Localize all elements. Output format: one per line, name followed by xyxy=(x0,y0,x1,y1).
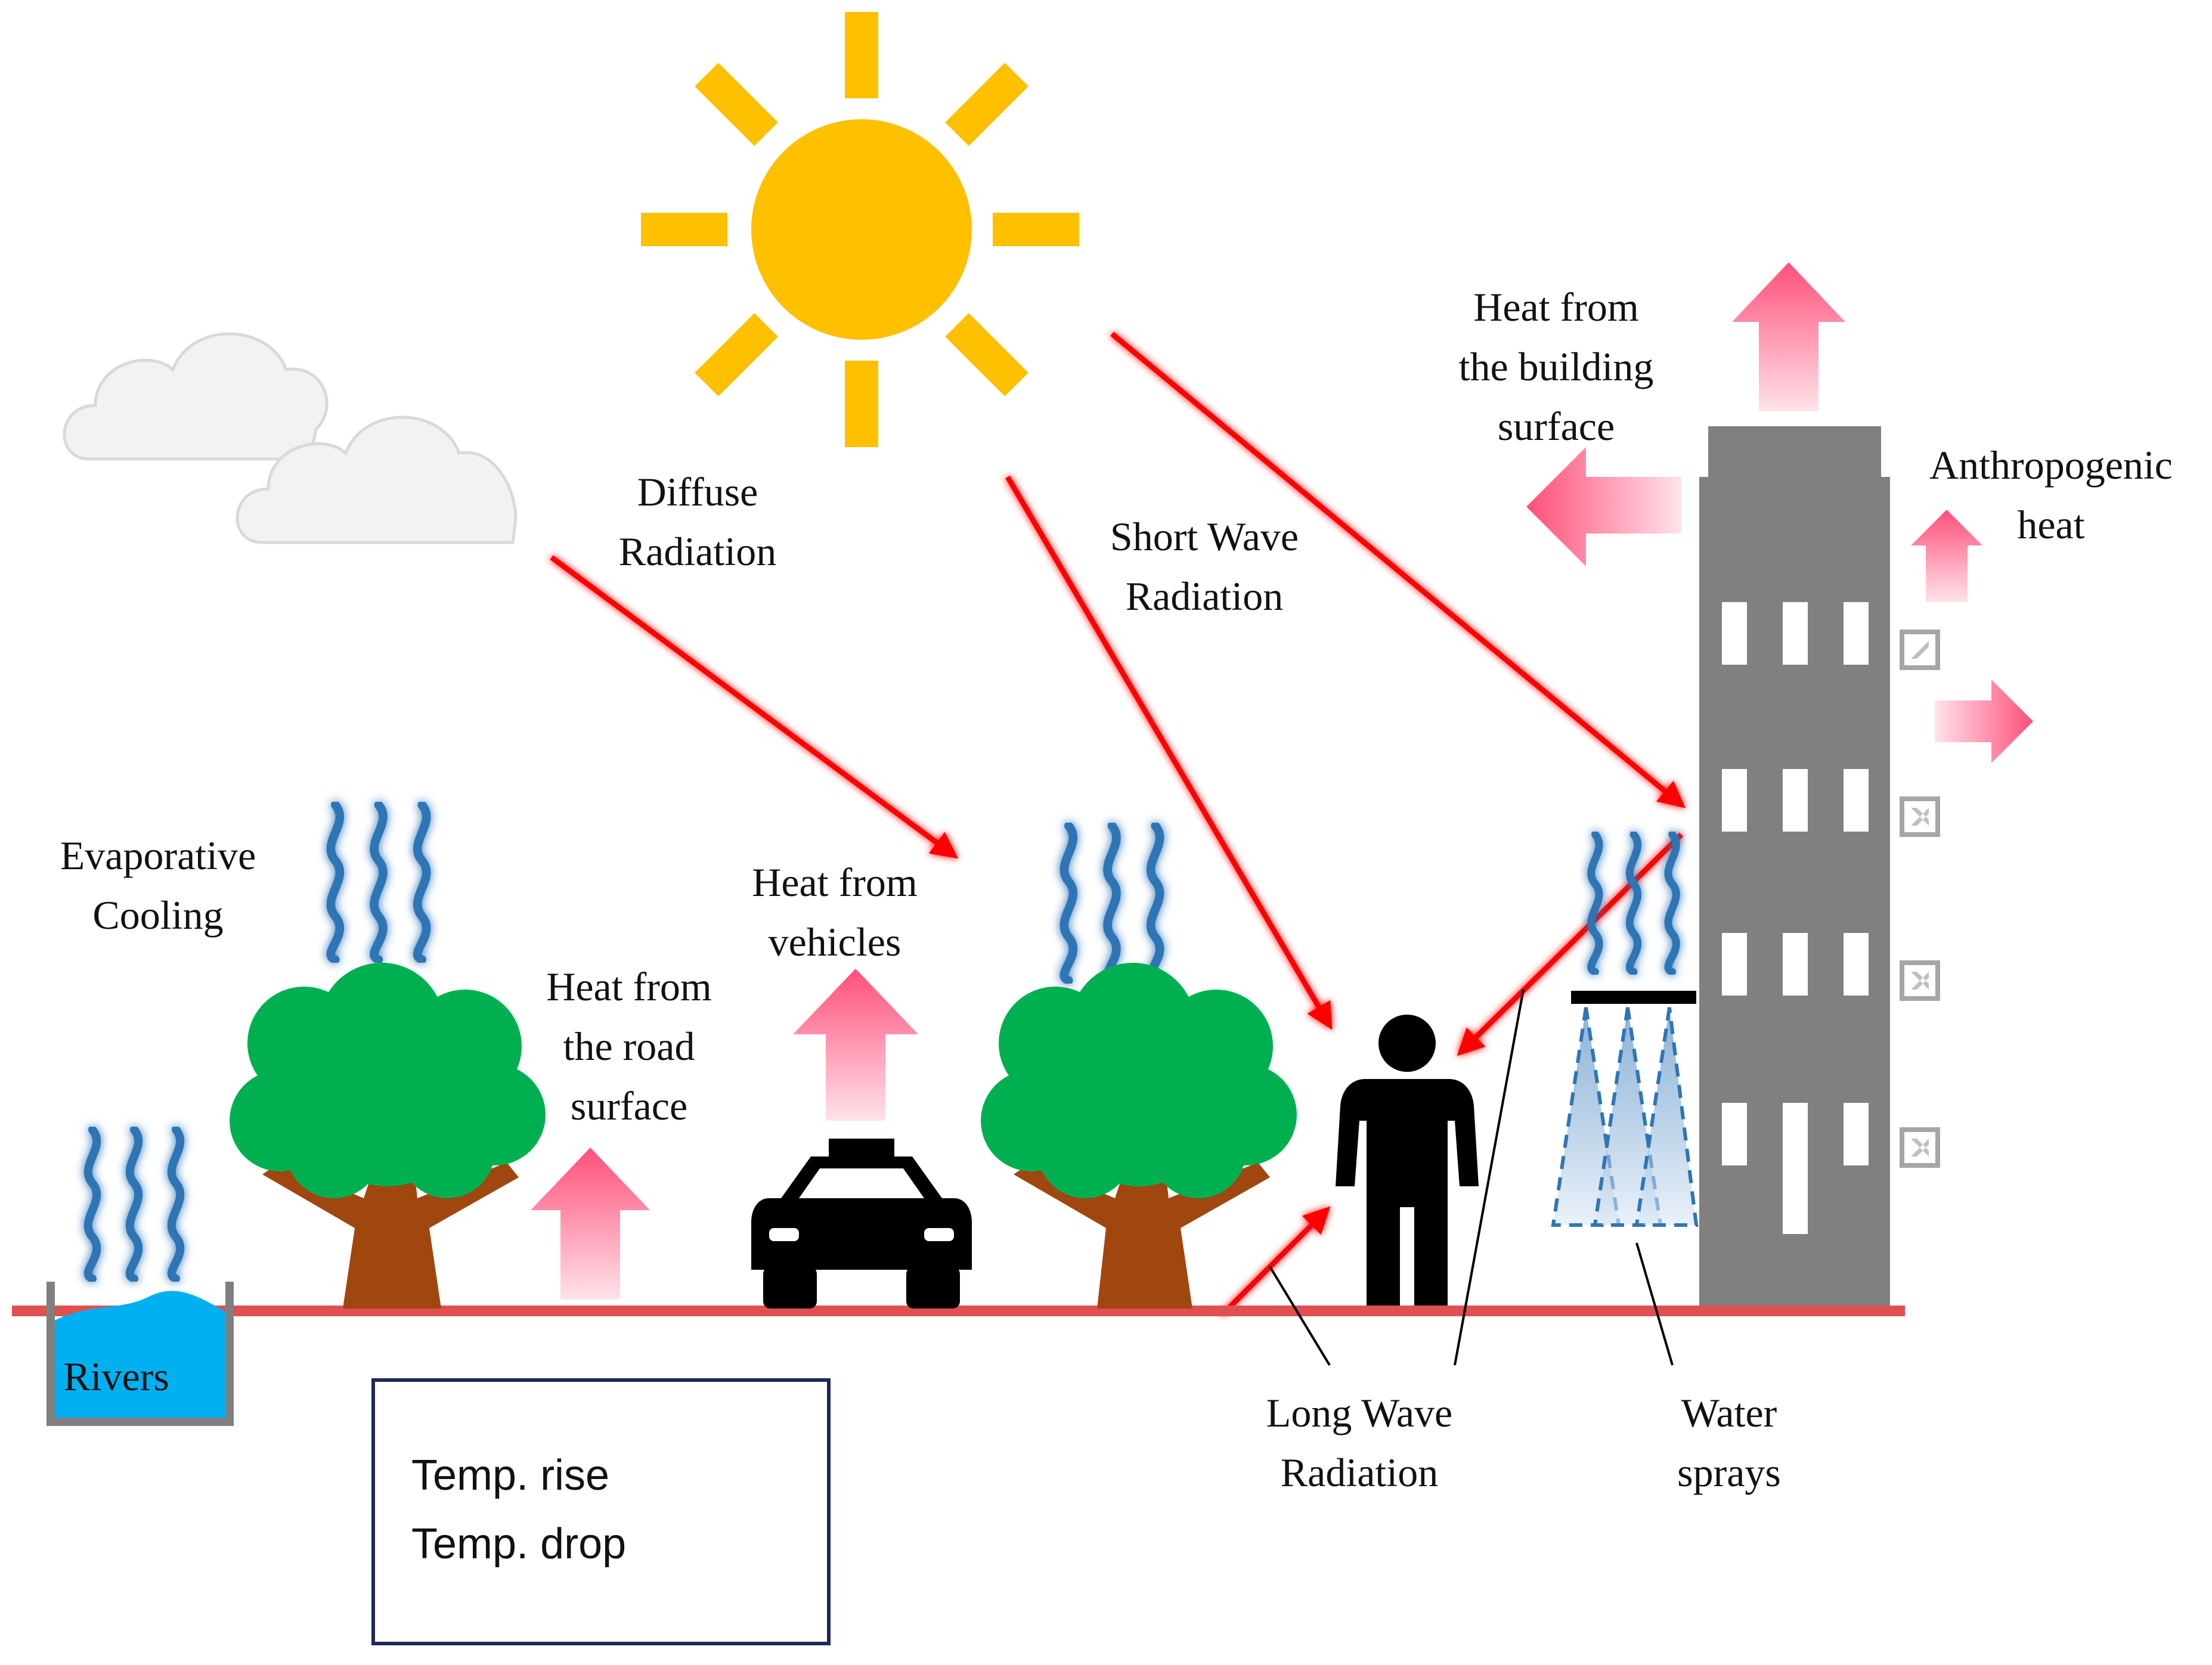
cooling-wave-icon xyxy=(331,805,426,960)
legend xyxy=(371,1378,831,1645)
long-wave-arrow-from-ground xyxy=(1220,1206,1331,1317)
tree-icon xyxy=(981,963,1297,1309)
sun-icon xyxy=(641,12,1079,447)
water-spray-icon xyxy=(1551,991,1699,1227)
cooling-wave-icon xyxy=(88,1130,180,1279)
diffuse-radiation-arrow xyxy=(550,555,959,859)
legend-temp-rise-label: Temp. rise xyxy=(411,1452,610,1499)
person-icon xyxy=(1336,1015,1479,1306)
building-icon xyxy=(1699,426,1890,1306)
heat-building-surface-label: Heat from the building surface xyxy=(1458,284,1654,449)
anthropogenic-heat-label: Anthropogenic heat xyxy=(1929,442,2173,547)
heat-arrow-icon xyxy=(1911,510,1982,602)
radiation-arrows xyxy=(550,331,1686,1317)
heat-arrow-icon xyxy=(793,969,918,1121)
diffuse-radiation-label: Diffuse Radiation xyxy=(618,469,777,574)
cloud-icon xyxy=(63,332,518,544)
long-wave-radiation-label: Long Wave Radiation xyxy=(1266,1390,1453,1495)
river-icon xyxy=(47,1282,234,1426)
heat-arrow-icon xyxy=(1526,447,1681,566)
heat-arrow-icon xyxy=(531,1148,650,1300)
short-wave-arrow-to-building xyxy=(1110,331,1686,808)
heat-road-surface-label: Heat from the road surface xyxy=(546,964,712,1128)
tree-icon xyxy=(230,963,546,1309)
pointer-lines xyxy=(1269,989,1674,1366)
heat-arrow-icon xyxy=(1732,262,1845,411)
rivers-label: Rivers xyxy=(63,1354,169,1399)
water-sprays-label: Water sprays xyxy=(1677,1390,1781,1495)
legend-temp-drop-label: Temp. drop xyxy=(411,1520,627,1568)
evaporative-cooling-label: Evaporative Cooling xyxy=(60,833,256,938)
short-wave-radiation-label: Short Wave Radiation xyxy=(1110,514,1299,619)
cooling-wave-icon xyxy=(1064,826,1160,981)
car-icon xyxy=(751,1139,972,1309)
long-wave-arrow-from-building xyxy=(1457,832,1684,1056)
vent-icon xyxy=(1900,630,1940,1168)
heat-from-vehicles-label: Heat from vehicles xyxy=(752,860,918,965)
short-wave-arrow-to-person xyxy=(1005,475,1333,1030)
ground-line xyxy=(12,1306,1905,1316)
heat-arrow-icon xyxy=(1935,680,2033,763)
